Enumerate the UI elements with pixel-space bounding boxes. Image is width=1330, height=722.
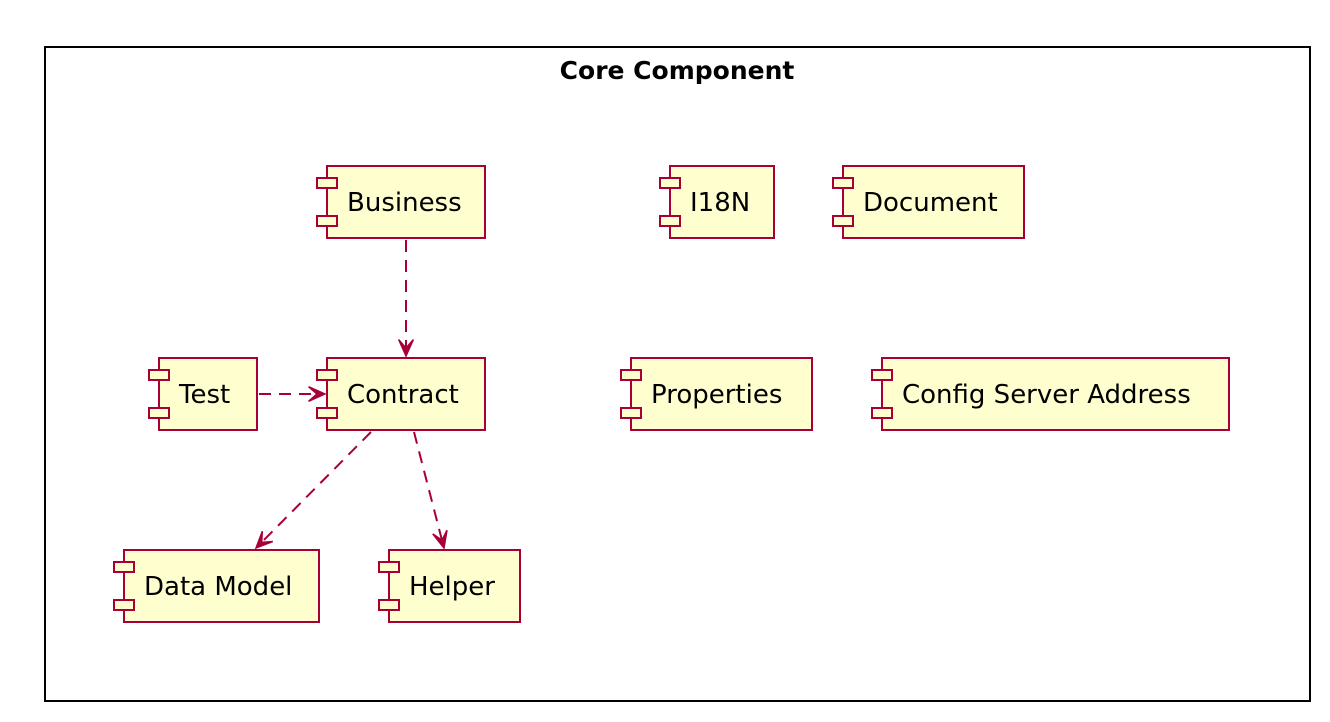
component-box	[326, 357, 486, 431]
component-tab-icon	[148, 369, 170, 381]
component-label: Config Server Address	[902, 380, 1191, 410]
component-contract: Contract	[316, 357, 486, 431]
component-data-model: Data Model	[113, 549, 320, 623]
component-tab-icon	[871, 369, 893, 381]
component-label: Contract	[347, 380, 459, 410]
component-box	[123, 549, 320, 623]
component-label: Business	[347, 188, 462, 218]
component-tab-icon	[659, 215, 681, 227]
arrowhead-icon	[254, 530, 274, 550]
dependency-business-to-contract	[397, 240, 415, 358]
component-label: Data Model	[144, 572, 292, 602]
component-tab-icon	[316, 215, 338, 227]
component-tab-icon	[316, 369, 338, 381]
component-tab-icon	[113, 561, 135, 573]
dependency-line	[260, 431, 372, 544]
component-box	[669, 165, 775, 239]
arrowhead-icon	[432, 529, 448, 550]
component-i18n: I18N	[659, 165, 775, 239]
component-tab-icon	[316, 407, 338, 419]
component-tab-icon	[832, 215, 854, 227]
component-tab-icon	[620, 407, 642, 419]
component-tab-icon	[316, 177, 338, 189]
component-helper: Helper	[378, 549, 521, 623]
dependency-contract-to-helper	[413, 431, 448, 550]
component-document: Document	[832, 165, 1025, 239]
component-business: Business	[316, 165, 486, 239]
component-label: I18N	[690, 188, 750, 218]
component-tab-icon	[113, 599, 135, 611]
component-config-server-address: Config Server Address	[871, 357, 1230, 431]
component-test: Test	[148, 357, 258, 431]
component-box	[158, 357, 258, 431]
component-tab-icon	[871, 407, 893, 419]
component-label: Document	[863, 188, 998, 218]
component-tab-icon	[620, 369, 642, 381]
component-box	[881, 357, 1230, 431]
dependency-contract-to-data-model	[254, 431, 372, 550]
component-box	[630, 357, 813, 431]
component-tab-icon	[378, 561, 400, 573]
component-box	[388, 549, 521, 623]
component-tab-icon	[659, 177, 681, 189]
dependency-test-to-contract	[259, 385, 327, 403]
arrowhead-icon	[308, 385, 327, 403]
component-properties: Properties	[620, 357, 813, 431]
component-label: Properties	[651, 380, 782, 410]
arrowhead-icon	[397, 339, 415, 358]
component-tab-icon	[148, 407, 170, 419]
component-label: Helper	[409, 572, 495, 602]
component-tab-icon	[832, 177, 854, 189]
component-label: Test	[178, 380, 230, 410]
component-box	[326, 165, 486, 239]
package-title: Core Component	[560, 56, 795, 85]
component-box	[842, 165, 1025, 239]
dependency-arrows	[254, 240, 448, 550]
component-tab-icon	[378, 599, 400, 611]
